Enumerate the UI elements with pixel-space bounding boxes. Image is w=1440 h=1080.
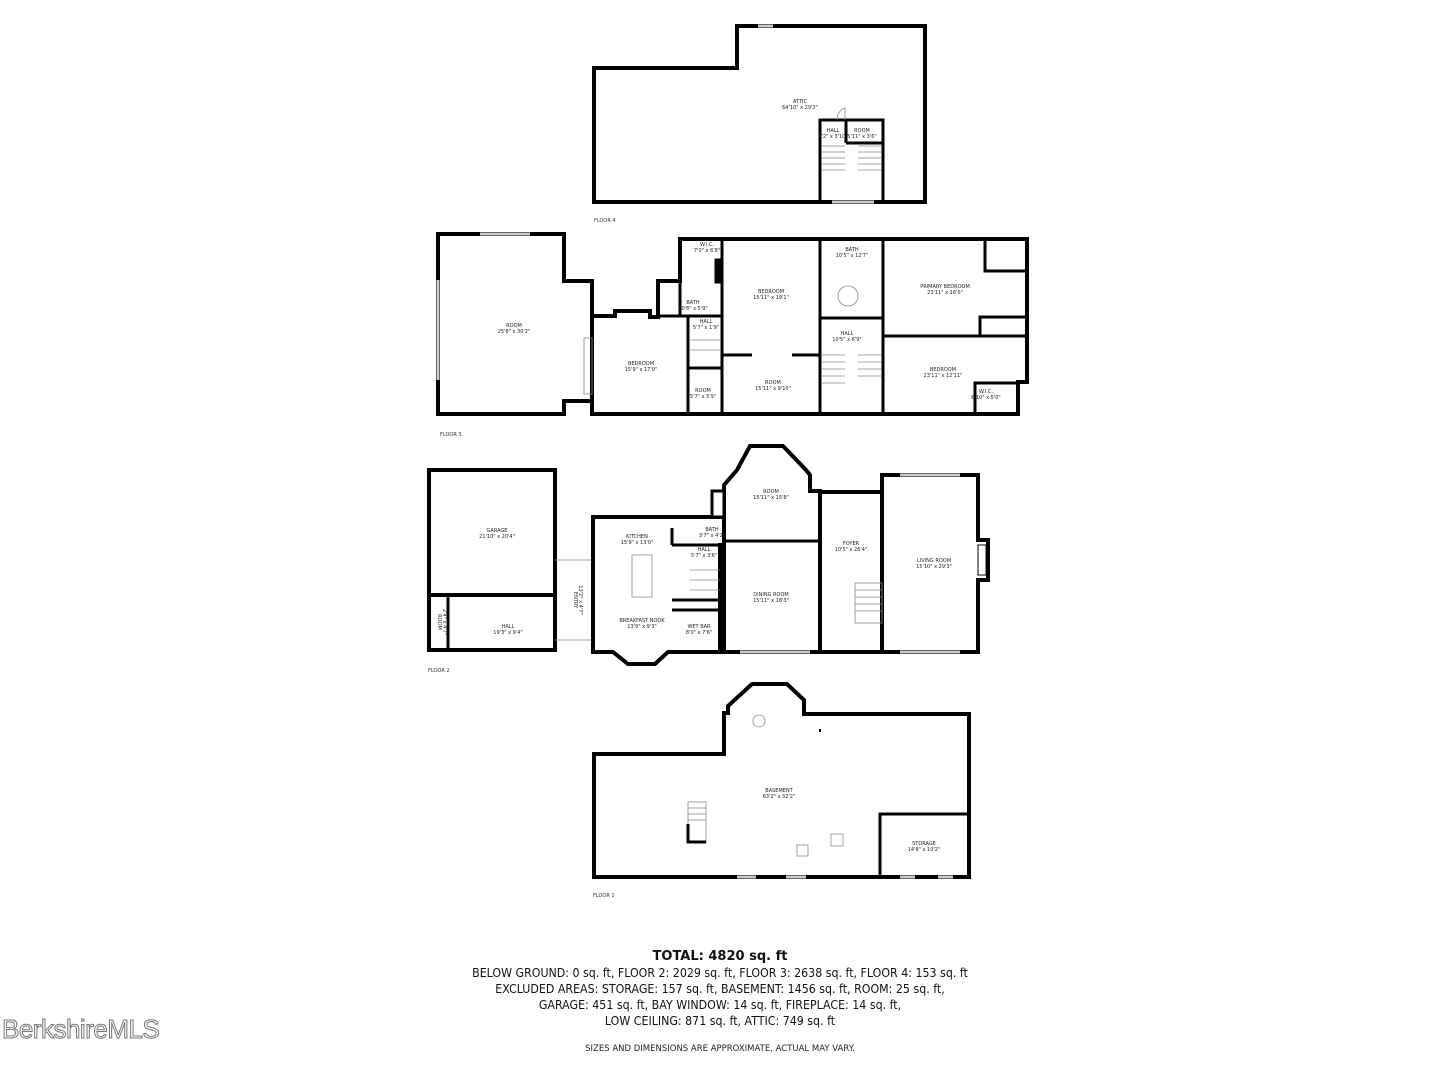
room-name: ROOM — [854, 128, 870, 134]
room-name: ROOM — [506, 323, 522, 329]
total-area: TOTAL: 4820 sq. ft — [652, 949, 788, 964]
room-dim: 23'11" x 16'0" — [927, 290, 963, 296]
room-dim: 15'10" x 29'3" — [916, 564, 952, 570]
room-dim: 23'11" x 12'11" — [924, 373, 963, 379]
room-name: BEDROOM — [628, 361, 654, 367]
room-name: STORAGE — [912, 841, 936, 847]
floor-1-plan: BASEMENT 63'2" x 32'2" STORAGE 14'8" x 1… — [592, 682, 971, 899]
room-name: KITCHEN — [626, 534, 648, 540]
room-dim: 19'3" x 9'4" — [493, 630, 522, 636]
room-name: DINING ROOM — [753, 592, 788, 598]
room-name: HALL — [827, 128, 840, 134]
room-name: LIVING ROOM — [917, 558, 951, 564]
room-dim: 6'10" x 5'0" — [971, 395, 1000, 401]
room-name: W.I.C. — [979, 389, 994, 395]
summary-line: EXCLUDED AREAS: STORAGE: 157 sq. ft, BAS… — [495, 982, 945, 996]
room-name: HALL — [502, 624, 515, 630]
room-dim: 15'11" x 15'8" — [753, 495, 789, 501]
disclaimer: SIZES AND DIMENSIONS ARE APPROXIMATE, AC… — [585, 1044, 855, 1054]
room-name: ROOM — [765, 380, 781, 386]
stairs — [687, 714, 844, 857]
room-dim: 10'8" x 5'9" — [678, 306, 707, 312]
room-dim: 15'11" x 19'1" — [753, 295, 789, 301]
room-name: BATH — [686, 300, 700, 306]
area-summary: TOTAL: 4820 sq. ft BELOW GROUND: 0 sq. f… — [380, 949, 1060, 1029]
floor-3-plan: ROOM 25'8" x 30'2" W.I.C. 7'0" x 6'8" BA… — [436, 232, 1029, 438]
summary-line: LOW CEILING: 871 sq. ft, ATTIC: 749 sq. … — [604, 1014, 836, 1028]
room-name: ROOM — [763, 489, 779, 495]
room-name: ATTIC — [793, 99, 808, 105]
room-name: WET BAR — [687, 624, 711, 630]
floor-label: FLOOR 2 — [428, 668, 450, 674]
summary-line: BELOW GROUND: 0 sq. ft, FLOOR 2: 2029 sq… — [472, 966, 968, 980]
room-name: ENTRY — [572, 592, 578, 609]
floor-label: FLOOR 4 — [594, 218, 616, 224]
stair-enclosure — [818, 118, 885, 202]
room-dim: 21'10" x 20'4" — [479, 534, 515, 540]
room-dim: 5'11" x 3'6" — [847, 134, 876, 140]
stairs — [822, 107, 881, 171]
room-dim: 2'4" x 4'7" — [441, 609, 447, 635]
room-name: BREAKFAST NOOK — [619, 618, 665, 624]
room-dim: 15'11" x 18'3" — [753, 598, 789, 604]
room-name: BEDROOM — [930, 367, 956, 373]
fixtures — [631, 554, 883, 624]
room-dim: 7'0" x 6'8" — [694, 248, 720, 254]
room-dim: 13'2" x 4'7" — [577, 585, 583, 614]
room-dim: 5'7" x 1'9" — [693, 325, 719, 331]
room-name: BASEMENT — [765, 788, 793, 794]
room-name: ROOM — [436, 614, 442, 630]
room-name: HALL — [700, 319, 713, 325]
room-dim: 10'5" x 12'7" — [836, 253, 869, 259]
summary-line: GARAGE: 451 sq. ft, BAY WINDOW: 14 sq. f… — [538, 998, 902, 1012]
basement-outline — [592, 682, 971, 879]
room-dim: 64'10" x 29'3" — [782, 105, 818, 111]
room-name: HALL — [698, 547, 711, 553]
room-name: FOYER — [843, 541, 860, 547]
room-dim: 10'5" x 26'4" — [835, 547, 868, 553]
room-dim: 14'8" x 10'2" — [908, 847, 941, 853]
room-dim: 5'7" x 5'9" — [690, 394, 716, 400]
floor-label: FLOOR 1 — [593, 893, 615, 899]
room-dim: 4'2" x 3'10" — [818, 134, 847, 140]
room-name: BATH — [705, 527, 719, 533]
floor-4-plan: ATTIC 64'10" x 29'3" HALL 4'2" x 3'10" R… — [592, 24, 927, 224]
room-dim: 5'7" x 3'6" — [691, 553, 717, 559]
attic-outline — [592, 24, 927, 204]
room-dim: 15'9" x 13'0" — [621, 540, 654, 546]
room-name: ROOM — [695, 388, 711, 394]
room-dim: 25'8" x 30'2" — [498, 329, 531, 335]
room-dim: 8'0" x 7'6" — [686, 630, 712, 636]
floor-plan: ATTIC 64'10" x 29'3" HALL 4'2" x 3'10" R… — [427, 24, 1029, 899]
floor-2-plan: GARAGE 21'10" x 20'4" ROOM 2'4" x 4'7" H… — [427, 444, 990, 674]
berkshire-mls-logo: BerkshireMLS — [1, 1014, 160, 1045]
room-dim: 10'5" x 6'9" — [832, 337, 861, 343]
room-name: W.I.C. — [700, 242, 715, 248]
room-dim: 15'9" x 17'0" — [625, 367, 658, 373]
room-name: BATH — [845, 247, 859, 253]
room-name: BEDROOM — [758, 289, 784, 295]
room-dim: 13'9" x 9'3" — [627, 624, 656, 630]
room-dim: 3'7" x 4'2" — [699, 533, 725, 539]
floor-label: FLOOR 3 — [440, 432, 462, 438]
room-name: GARAGE — [487, 528, 508, 534]
kitchen-outline — [591, 515, 726, 666]
room-dim: 15'11" x 9'10" — [755, 386, 791, 392]
room-dim: 63'2" x 32'2" — [763, 794, 796, 800]
room-name: HALL — [841, 331, 854, 337]
stairs — [583, 285, 881, 395]
room-name: PRIMARY BEDROOM — [920, 284, 970, 290]
main-outline — [590, 237, 1029, 416]
